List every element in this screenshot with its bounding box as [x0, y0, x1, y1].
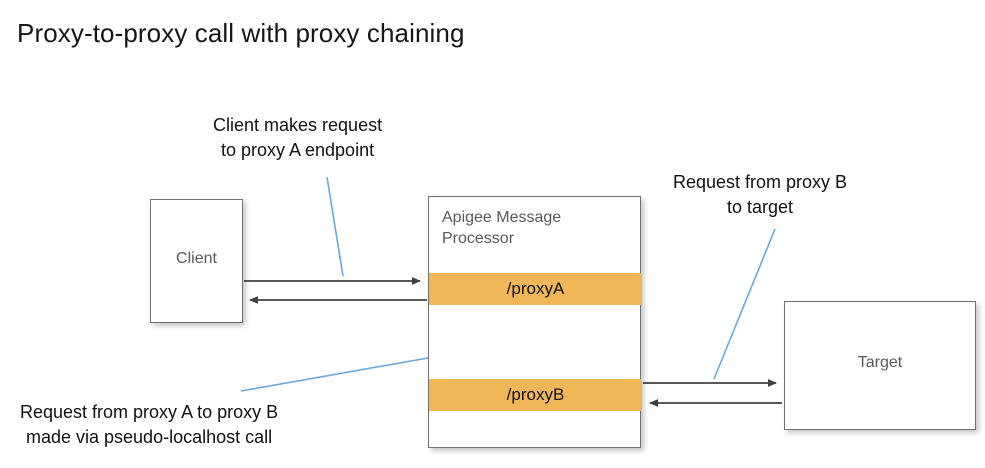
- annotation-client-request: Client makes request to proxy A endpoint: [213, 113, 382, 163]
- client-label: Client: [176, 250, 217, 267]
- node-message-processor[interactable]: Apigee Message Processor /proxyA /proxyB: [428, 196, 642, 448]
- annotation-proxy-chaining-line2: made via pseudo-localhost call: [25, 427, 273, 447]
- node-target[interactable]: Target: [784, 301, 976, 430]
- annotation-proxyb-to-target-line1: Request from proxy B: [673, 172, 848, 192]
- annotation-proxy-chaining-line1: Request from proxy A to proxy B: [20, 402, 279, 422]
- annotation-client-request-line2: to proxy A endpoint: [220, 140, 375, 160]
- message-processor-title-line2: Processor: [442, 230, 515, 247]
- annotation-client-request-line1: Client makes request: [213, 115, 383, 135]
- page-title: Proxy-to-proxy call with proxy chaining: [17, 18, 465, 48]
- annotation-proxyb-to-target-line2: to target: [727, 197, 794, 217]
- proxy-band-proxyb-label: /proxyB: [506, 385, 565, 404]
- message-processor-title: Apigee Message Processor: [442, 207, 622, 249]
- leader-line-client-annotation: [326, 176, 344, 277]
- node-client[interactable]: Client: [150, 199, 243, 323]
- target-label: Target: [857, 354, 903, 371]
- annotation-proxy-chaining: Request from proxy A to proxy B made via…: [20, 400, 278, 450]
- proxy-band-proxyb[interactable]: /proxyB: [429, 379, 642, 411]
- leader-line-proxyb-target-annotation: [713, 228, 776, 380]
- annotation-proxyb-to-target: Request from proxy B to target: [673, 170, 847, 220]
- proxy-band-proxya[interactable]: /proxyA: [429, 273, 642, 305]
- message-processor-title-line1: Apigee Message: [442, 209, 562, 226]
- proxy-band-proxya-label: /proxyA: [506, 279, 565, 298]
